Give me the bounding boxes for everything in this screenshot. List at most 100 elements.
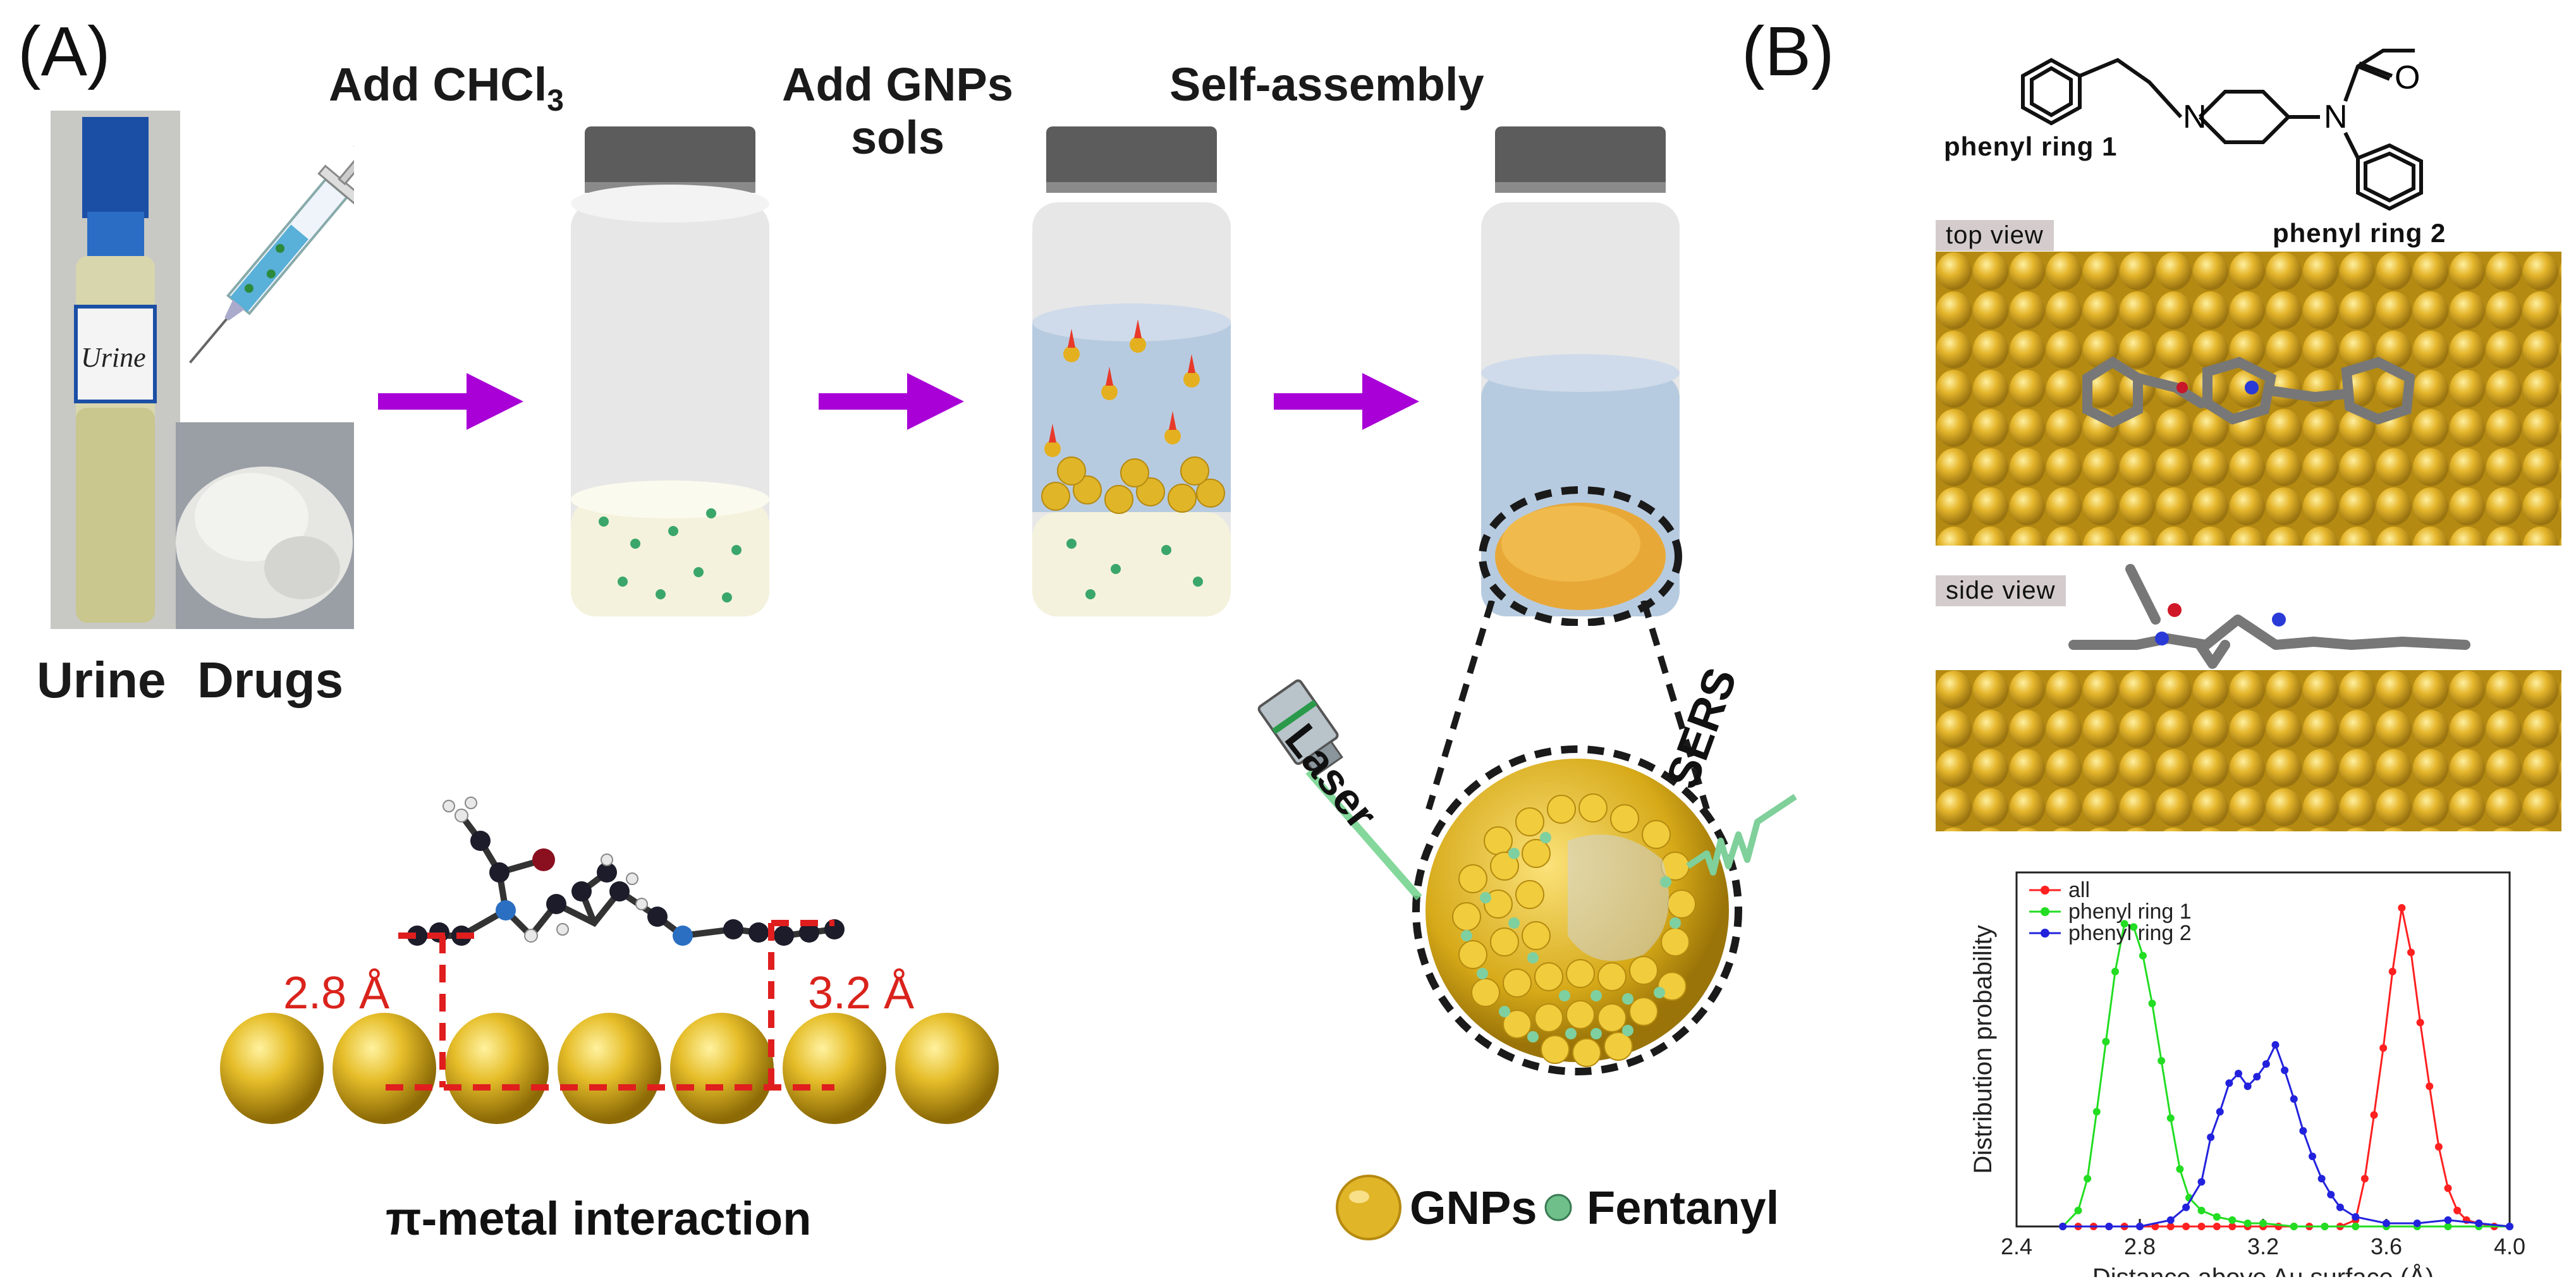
series-point-0 [2453,1206,2462,1214]
series-point-0 [2166,1223,2175,1230]
x-tick-label: 4.0 [2494,1233,2525,1259]
series-point-1 [2111,967,2119,975]
series-point-2 [2475,1219,2483,1227]
side-view-tag: side view [1936,575,2066,606]
top-view-gold-lattice [1936,252,2561,546]
x-tick-label: 3.2 [2247,1233,2279,1259]
top-view-tag: top view [1936,220,2054,251]
series-point-2 [2299,1127,2307,1135]
tube-label-text: Urine [81,342,146,373]
series-point-2 [2182,1203,2190,1211]
series-point-2 [2235,1070,2242,1078]
legend-marker-0 [2041,886,2049,895]
series-point-1 [2092,1108,2101,1116]
series-point-0 [2182,1223,2190,1230]
step-add-chcl3-subscript: 3 [547,83,564,118]
series-point-2 [2444,1216,2452,1224]
x-tick-label: 3.6 [2371,1233,2402,1259]
series-point-1 [2139,951,2147,960]
series-point-0 [2416,1018,2424,1027]
series-point-2 [2290,1095,2298,1103]
series-point-1 [2321,1223,2329,1230]
step-self-assembly: Self-assembly [1169,58,1484,111]
drugs-powder-photo [176,422,354,629]
legend-label-1: phenyl ring 1 [2068,900,2192,924]
vial-chcl3 [571,126,769,616]
legend-gnps-label: GNPs [1410,1182,1537,1234]
y-axis-label: Distribution probability [1969,925,1997,1174]
series-point-1 [2074,1206,2082,1214]
side-view-gold-lattice [1936,670,2561,831]
panel-a-label: (A) [18,13,111,90]
series-point-0 [2379,1044,2388,1052]
series-point-1 [2166,1114,2175,1122]
series-point-2 [2166,1216,2175,1224]
phenyl-ring-2-label: phenyl ring 2 [2273,218,2446,248]
structure-atom-o: O [2395,59,2420,96]
series-point-0 [2398,904,2406,912]
structure-atom-n2: N [2324,99,2348,135]
series-point-1 [2158,1056,2166,1065]
phenyl-ring-1-label: phenyl ring 1 [1944,131,2118,161]
side-view-molecule [2068,564,2470,669]
syringe-icon [189,145,354,364]
series-point-1 [2444,1223,2452,1230]
series-point-0 [2228,1223,2237,1230]
arrow-step-1 [378,373,523,430]
series-point-2 [2105,1223,2113,1230]
zoom-lines [1425,601,1710,810]
series-point-0 [2407,948,2415,957]
series-point-1 [2197,1206,2206,1214]
step-add-chcl3: Add CHCl3 [329,58,564,128]
legend-fentanyl-label: Fentanyl [1587,1182,1779,1234]
sers-signal-icon [1686,793,1797,876]
step-add-gnps: Add GNPs sols [778,58,1018,164]
series-point-1 [2102,1037,2110,1046]
plot-frame [2015,871,2511,1228]
gold-atom-row [220,1013,999,1124]
series-point-1 [2259,1219,2267,1227]
series-point-2 [2327,1190,2335,1199]
series-point-1 [2148,1000,2156,1008]
legend-marker-2 [2041,929,2049,938]
series-point-0 [2388,967,2396,975]
drugs-label: Drugs [197,652,344,708]
series-point-2 [2413,1219,2421,1227]
series-point-2 [2262,1060,2270,1068]
series-point-2 [2197,1178,2206,1186]
series-point-1 [2290,1223,2298,1230]
series-point-0 [2213,1223,2221,1230]
distance-left-label: 2.8 Å [283,968,390,1018]
series-point-2 [2352,1213,2360,1221]
x-axis-label: Distance above Au surface (Å) [2092,1263,2434,1277]
structure-atom-n1: N [2183,99,2207,135]
series-point-2 [2281,1067,2289,1075]
series-point-0 [2197,1223,2206,1230]
x-tick-label: 2.8 [2124,1233,2156,1259]
series-point-0 [2426,1082,2434,1091]
series-point-2 [2059,1223,2067,1230]
x-tick-label: 2.4 [2001,1233,2032,1259]
gnp-sphere [1412,745,1742,1075]
legend-marker-1 [2041,907,2049,916]
vial-gnps [1032,126,1231,616]
urine-tube-photo [51,111,180,629]
series-point-0 [2434,1143,2443,1151]
step-add-gnps-line1: Add GNPs [782,58,1013,111]
series-point-2 [2253,1073,2261,1081]
series-point-0 [2370,1111,2378,1119]
pi-metal-molecule [407,797,845,946]
series-point-1 [2352,1223,2360,1230]
series-point-2 [2336,1203,2344,1211]
series-point-2 [2383,1219,2390,1227]
step-add-chcl3-text: Add CHCl [329,58,547,111]
distance-guides [386,920,834,1091]
series-point-1 [2176,1165,2184,1173]
distribution-chart: 2.4 2.8 3.2 3.6 4.0Distance above Au surface… [1969,871,2525,1277]
series-point-1 [2130,923,2138,931]
laser-objective-icon [1257,679,1422,900]
series-point-1 [2213,1213,2221,1221]
legend-label-2: phenyl ring 2 [2068,921,2192,945]
legend-fentanyl-icon [1544,1194,1572,1221]
series-point-0 [2444,1184,2452,1192]
